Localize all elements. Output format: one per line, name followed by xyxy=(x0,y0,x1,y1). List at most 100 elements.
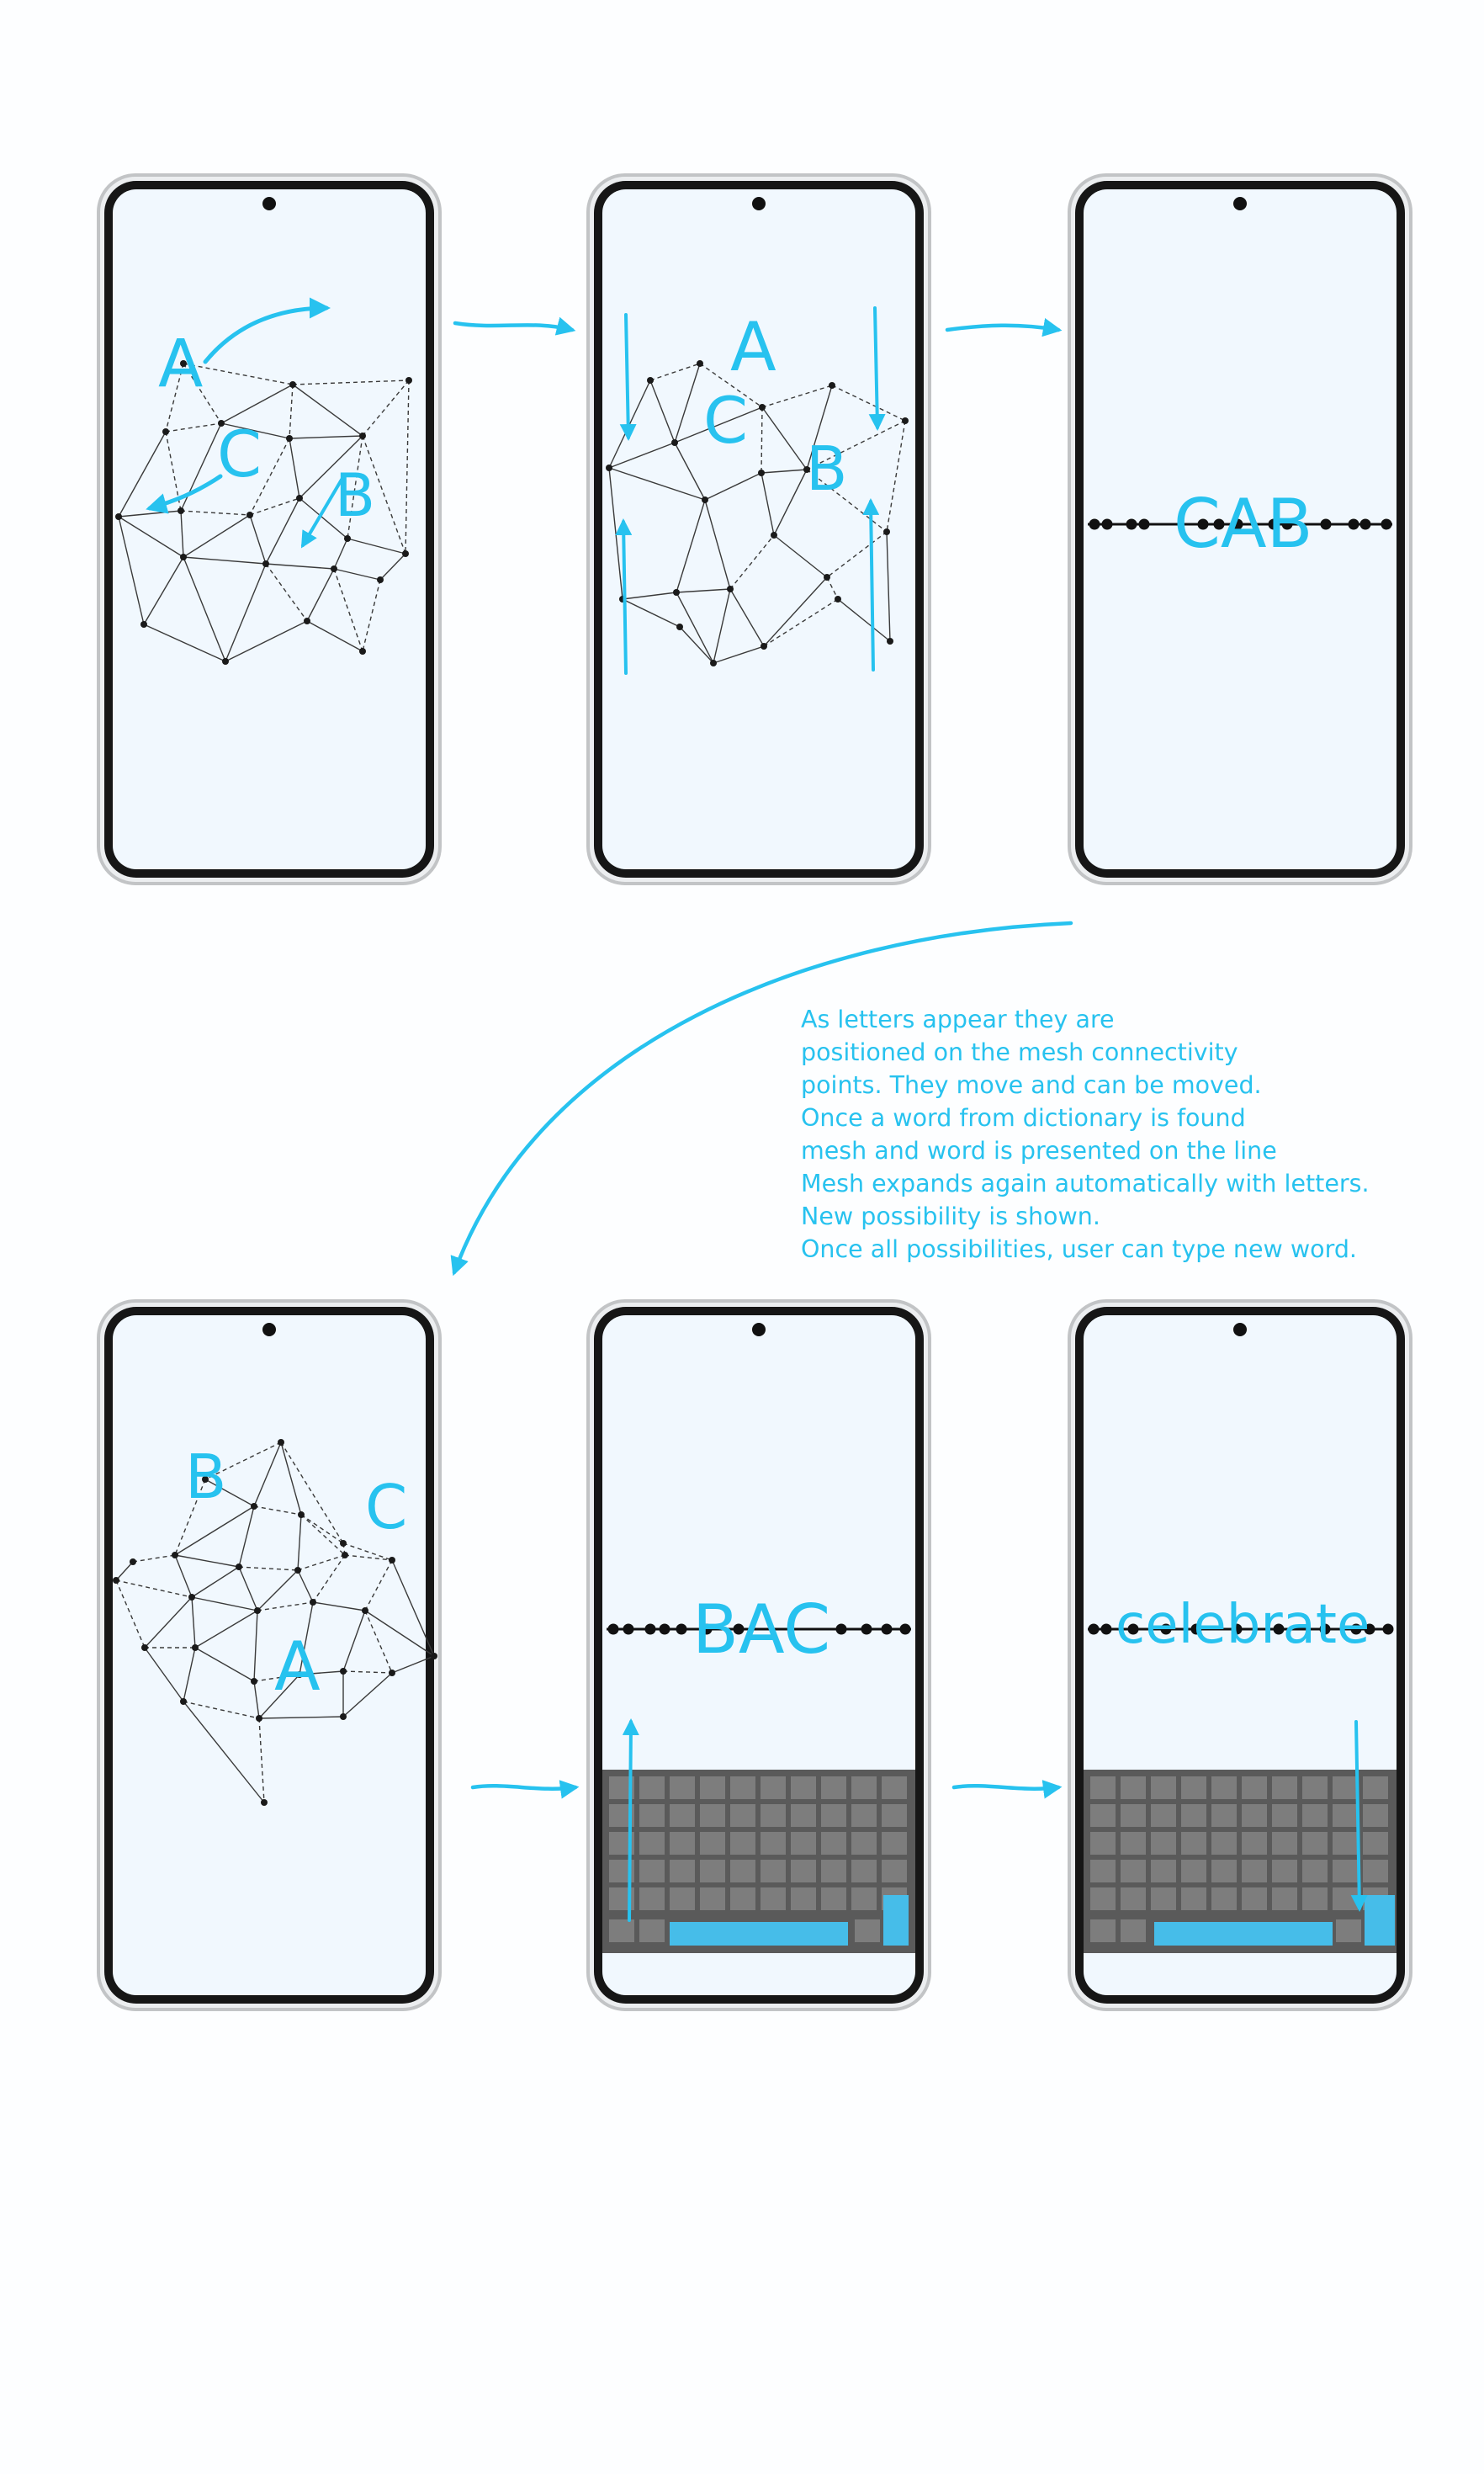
keyboard-key xyxy=(1181,1887,1206,1910)
keyboard-key xyxy=(1121,1832,1146,1855)
mesh-node xyxy=(887,638,893,645)
mesh-edge xyxy=(265,563,308,622)
mesh-4 xyxy=(113,1439,437,1806)
mesh-node xyxy=(251,1503,257,1510)
enter-key[interactable] xyxy=(883,1895,909,1946)
word-line-dot xyxy=(1197,518,1209,530)
mesh-edge xyxy=(347,435,363,539)
keyboard-key xyxy=(670,1887,695,1910)
keyboard-key xyxy=(1211,1860,1237,1882)
keyboard-key xyxy=(639,1887,665,1910)
mesh-edge xyxy=(676,499,706,593)
keyboard-key xyxy=(1121,1887,1146,1910)
mesh-edge xyxy=(608,467,706,501)
mesh-edge xyxy=(280,1441,344,1544)
keyboard-key xyxy=(1333,1832,1358,1855)
keyboard-key xyxy=(1090,1804,1116,1827)
mesh-edge xyxy=(300,1514,346,1556)
annotation-line: Once all possibilities, user can type ne… xyxy=(801,1235,1357,1263)
mesh-node xyxy=(218,420,225,427)
letter-b: B xyxy=(806,433,847,504)
enter-key[interactable] xyxy=(1365,1895,1395,1946)
mesh-edge xyxy=(258,1674,300,1719)
mesh-node xyxy=(331,565,337,572)
letter-c: C xyxy=(365,1472,407,1542)
word-line-6 xyxy=(1088,1623,1394,1635)
mesh-edge xyxy=(183,363,294,385)
mesh-edge xyxy=(831,385,906,422)
word-line-dot xyxy=(1190,1623,1202,1635)
word-line-dot xyxy=(1101,518,1113,530)
mesh-edge xyxy=(191,1566,240,1598)
keyboard-key xyxy=(1302,1887,1328,1910)
camera-icon xyxy=(1233,197,1247,210)
mesh-node xyxy=(402,550,409,557)
mesh-edge xyxy=(622,592,677,600)
mesh-node xyxy=(710,660,717,666)
mesh-edge xyxy=(649,363,701,381)
letter-a: A xyxy=(730,308,776,386)
camera-icon xyxy=(262,197,276,210)
mesh-node xyxy=(254,1607,261,1614)
keyboard-key xyxy=(700,1776,725,1799)
mesh-edge xyxy=(773,469,808,536)
keyboard-key xyxy=(1181,1776,1206,1799)
mesh-edge xyxy=(299,1601,314,1675)
keyboard-5[interactable] xyxy=(602,1770,915,1953)
mesh-edge xyxy=(115,1579,193,1598)
word-line-dot xyxy=(644,1623,656,1635)
mesh-edge xyxy=(144,1647,184,1702)
keyboard-key xyxy=(1333,1804,1358,1827)
keyboard-key xyxy=(821,1804,846,1827)
mesh-node xyxy=(261,1799,268,1806)
mesh-edge xyxy=(297,1514,302,1571)
word-line-dot xyxy=(1088,1623,1100,1635)
keyboard-key xyxy=(670,1832,695,1855)
mesh-edge xyxy=(280,1441,302,1516)
mesh-edge xyxy=(144,1596,193,1648)
keyboard-key xyxy=(639,1804,665,1827)
phone-1 xyxy=(97,173,442,885)
mesh-edge xyxy=(183,1701,260,1719)
swipe-down-arrow xyxy=(619,313,637,441)
mesh-node xyxy=(342,1552,348,1558)
mesh-node xyxy=(115,513,122,520)
mesh-node xyxy=(883,528,890,535)
mesh-edge xyxy=(249,514,267,565)
mesh-edge xyxy=(333,568,381,581)
keyboard-key xyxy=(1302,1804,1328,1827)
mesh-1 xyxy=(115,360,412,665)
keyboard-6[interactable] xyxy=(1084,1770,1397,1953)
spacebar[interactable] xyxy=(1154,1922,1333,1946)
keyboard-key xyxy=(1333,1776,1358,1799)
mesh-edge xyxy=(362,435,406,555)
word-line-dot xyxy=(1381,518,1392,530)
keyboard-key xyxy=(670,1776,695,1799)
keyboard-key xyxy=(882,1860,907,1882)
mesh-edge xyxy=(174,1554,240,1568)
mesh-node xyxy=(606,465,612,471)
word-line-dot xyxy=(1359,518,1371,530)
word-line-dot xyxy=(881,1623,893,1635)
mesh-edge xyxy=(886,420,906,533)
mesh-edge xyxy=(312,1554,346,1603)
mesh-node xyxy=(180,1698,187,1705)
mesh-edge xyxy=(183,556,267,565)
keyboard-key xyxy=(1272,1776,1297,1799)
keyboard-key xyxy=(1121,1860,1146,1882)
mesh-edge xyxy=(204,1479,255,1507)
keyboard-key xyxy=(851,1776,877,1799)
keyboard-key xyxy=(730,1887,755,1910)
mesh-edge xyxy=(761,385,833,408)
spacebar[interactable] xyxy=(670,1922,848,1946)
mesh-edge xyxy=(257,1601,314,1611)
mesh-node xyxy=(671,439,678,446)
word-line-dot xyxy=(1350,1623,1362,1635)
mesh-edge xyxy=(344,1554,393,1561)
keyboard-key xyxy=(609,1919,634,1942)
mesh-node xyxy=(246,512,253,518)
mesh-node xyxy=(222,658,229,665)
keyboard-key xyxy=(1151,1804,1176,1827)
mesh-edge xyxy=(806,469,888,533)
mesh-edge xyxy=(761,406,763,474)
